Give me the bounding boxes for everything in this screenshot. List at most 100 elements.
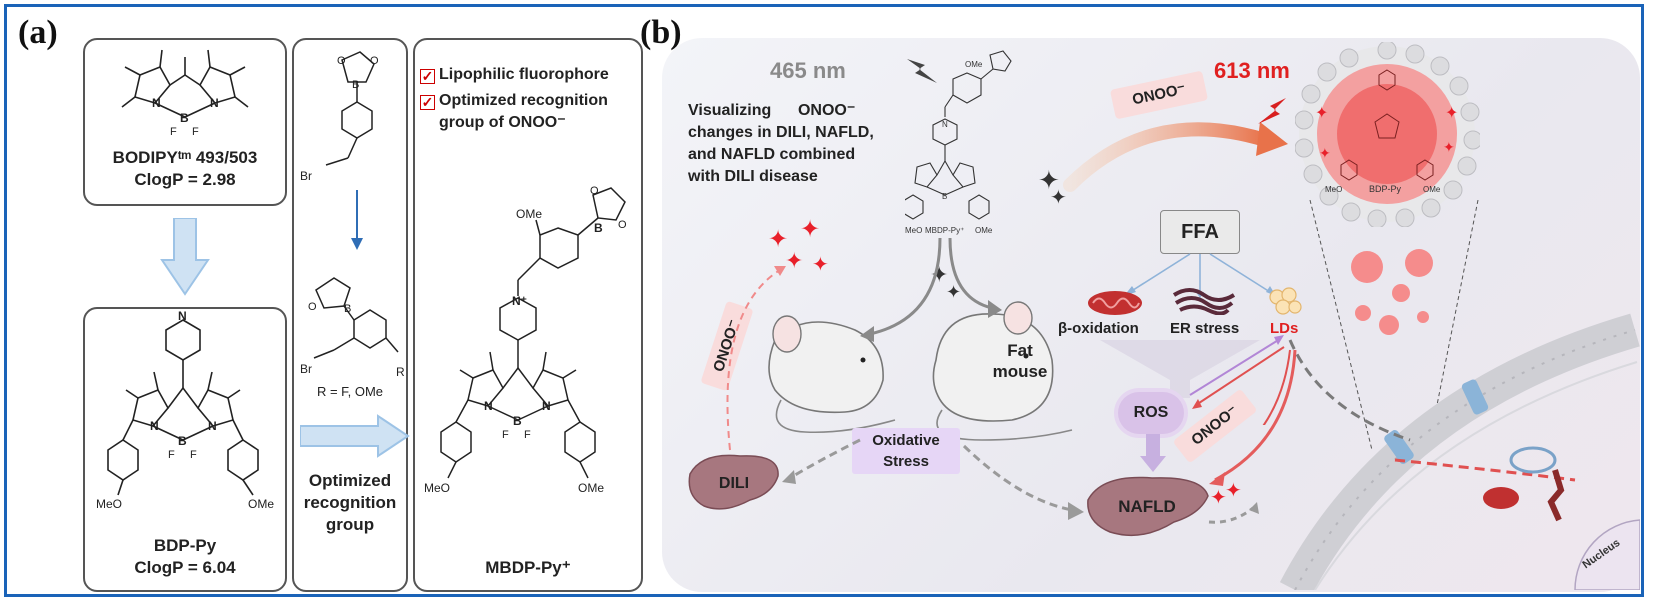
bdp-atom-n2: N bbox=[208, 419, 217, 433]
beta-oxidation-label: β-oxidation bbox=[1058, 320, 1139, 337]
arrow-caption: Optimized recognition group bbox=[303, 471, 397, 534]
sparkle-icon-red: ✦ bbox=[812, 254, 829, 276]
zoom-meo: MeO bbox=[1325, 185, 1342, 194]
bodipy-atom-n2: N bbox=[210, 96, 219, 110]
bodipy-atom-f1: F bbox=[170, 126, 177, 135]
mbdp-atom-n2: N bbox=[542, 399, 551, 413]
reagent-b1: B bbox=[352, 79, 359, 91]
mbdp-ome: OMe bbox=[578, 481, 604, 495]
sparkle-icon-black: ✦ bbox=[946, 282, 962, 302]
bdp-atom-b: B bbox=[178, 434, 187, 448]
excitation-label: 465 nm bbox=[770, 58, 846, 83]
bodipy-name: BODIPYᵗᵐ 493/503 bbox=[112, 148, 258, 167]
checkbox-icon: ✓ bbox=[420, 68, 435, 84]
svg-text:✦: ✦ bbox=[1443, 139, 1455, 155]
right-arrow bbox=[300, 414, 410, 458]
reagent-o1: O bbox=[337, 55, 346, 67]
fat-mouse-label: Fat mouse bbox=[992, 341, 1048, 381]
bodipy-atom-n1: N bbox=[152, 96, 161, 110]
mouse-dili bbox=[768, 315, 896, 434]
panel-b-label: (b) bbox=[640, 14, 682, 51]
probe-atom-b: B bbox=[942, 192, 947, 201]
sparkle-icon-red: ✦ bbox=[800, 216, 821, 243]
droplets bbox=[1351, 249, 1440, 438]
probe-ome: OMe bbox=[975, 226, 993, 235]
bdp-ome: OMe bbox=[248, 497, 274, 511]
cell-membrane bbox=[1279, 313, 1640, 590]
ffa-box: FFA bbox=[1160, 210, 1240, 254]
mbdp-nplus: N⁺ bbox=[512, 294, 527, 308]
reagent-br2: Br bbox=[300, 362, 312, 376]
probe-meo: MeO bbox=[905, 226, 922, 235]
sparkle-icon-red: ✦ bbox=[768, 226, 789, 253]
mouse-fat bbox=[932, 301, 1073, 441]
sparkle-icon-black: ✦ bbox=[1050, 187, 1067, 209]
reagent-r-values: R = F, OMe bbox=[316, 384, 384, 399]
bodipy-structure: N N B F F bbox=[121, 49, 249, 135]
ros-to-nafld-arrow bbox=[1140, 434, 1166, 472]
panel-a-label: (a) bbox=[18, 14, 58, 51]
check-item-2-text: Optimized recognition group of ONOO⁻ bbox=[439, 92, 608, 131]
emission-label: 613 nm bbox=[1214, 58, 1290, 83]
bodipy-atom-b: B bbox=[180, 111, 189, 125]
oxidative-stress-box: Oxidative Stress bbox=[852, 428, 960, 474]
dili-label: DILI bbox=[718, 475, 750, 492]
svg-text:✦: ✦ bbox=[1319, 145, 1331, 161]
lds-label: LDs bbox=[1270, 320, 1299, 337]
check-item-1: ✓Lipophilic fluorophore bbox=[420, 66, 609, 84]
mbdp-box bbox=[413, 38, 643, 592]
reagent-o2: O bbox=[370, 55, 379, 67]
bdp-meo: MeO bbox=[96, 497, 122, 511]
ros-cloud: ROS bbox=[1118, 392, 1184, 434]
sparkle-icon-red: ✦ bbox=[785, 248, 804, 273]
er-stress-label: ER stress bbox=[1170, 320, 1240, 337]
reagent-r: R bbox=[396, 365, 405, 379]
bodipy-clogp: ClogP = 2.98 bbox=[134, 170, 236, 189]
bdp-atom-f2: F bbox=[190, 449, 197, 461]
probe-to-mice-arrows bbox=[860, 238, 1002, 342]
zoom-ome: OMe bbox=[1423, 185, 1441, 194]
mbdp-atom-n1: N bbox=[484, 399, 493, 413]
probe-label: MBDP-Py⁺ bbox=[925, 226, 964, 235]
bdp-atom-n1: N bbox=[150, 419, 159, 433]
liver-dili bbox=[688, 454, 779, 510]
bdp-atom-npy: N bbox=[178, 310, 187, 323]
mbdp-atom-f1: F bbox=[502, 429, 509, 441]
sparkle-icon-red: ✦ bbox=[1225, 480, 1242, 502]
lipid-droplet-zoom: MeO BDP-Py OMe ✦ ✦ ✦ ✦ bbox=[1295, 42, 1480, 227]
mbdp-o1: O bbox=[590, 185, 599, 197]
mbdp-atom-b: B bbox=[513, 414, 522, 428]
bodipy-atom-f2: F bbox=[192, 126, 199, 135]
check-item-1-text: Lipophilic fluorophore bbox=[439, 66, 609, 83]
figure-frame bbox=[4, 4, 1644, 597]
checkbox-icon: ✓ bbox=[420, 94, 435, 110]
reagent-o3: O bbox=[308, 301, 317, 313]
mbdp-atom-f2: F bbox=[524, 429, 531, 441]
bdp-atom-f1: F bbox=[168, 449, 175, 461]
er-icon bbox=[1172, 288, 1236, 315]
mbdp-b-top: B bbox=[594, 221, 603, 235]
lds-dashed-arrow bbox=[1288, 339, 1411, 442]
bdp-py-name: BDP-Py bbox=[153, 536, 217, 555]
mbdp-name: MBDP-Py⁺ bbox=[485, 558, 571, 577]
emission-arc-arrow bbox=[1063, 122, 1288, 192]
zoom-label: BDP-Py bbox=[1369, 184, 1402, 194]
lipid-droplet-icon bbox=[1269, 287, 1302, 315]
bdp-py-clogp: ClogP = 6.04 bbox=[134, 558, 236, 577]
bdp-py-structure: N N N B F F MeO OMe bbox=[96, 310, 274, 511]
ros-lds-arrows bbox=[1189, 335, 1291, 425]
description-text: Visualizing ONOO⁻ changes in DILI, NAFLD… bbox=[688, 102, 874, 185]
reagent-b2: B bbox=[344, 303, 351, 315]
svg-text:✦: ✦ bbox=[1445, 105, 1458, 122]
svg-text:✦: ✦ bbox=[1315, 105, 1328, 122]
dili-dashed-arrows bbox=[726, 266, 861, 484]
probe-atom-n: N bbox=[942, 120, 948, 129]
mbdp-ome-top: OMe bbox=[516, 207, 542, 221]
mbdp-o2: O bbox=[618, 219, 627, 231]
probe-structure: OMe N B MeO MBDP-Py⁺ OMe bbox=[905, 50, 1012, 235]
check-item-2: ✓Optimized recognition group of ONOO⁻ bbox=[420, 90, 608, 134]
mitochondria-icon bbox=[1088, 291, 1142, 315]
mbdp-structure: OMe B O O N⁺ N N B F F MeO OMe bbox=[424, 185, 627, 495]
ros-converge-arrow bbox=[1100, 340, 1260, 398]
reagent-structures: O O B Br O B Br R bbox=[300, 51, 405, 379]
